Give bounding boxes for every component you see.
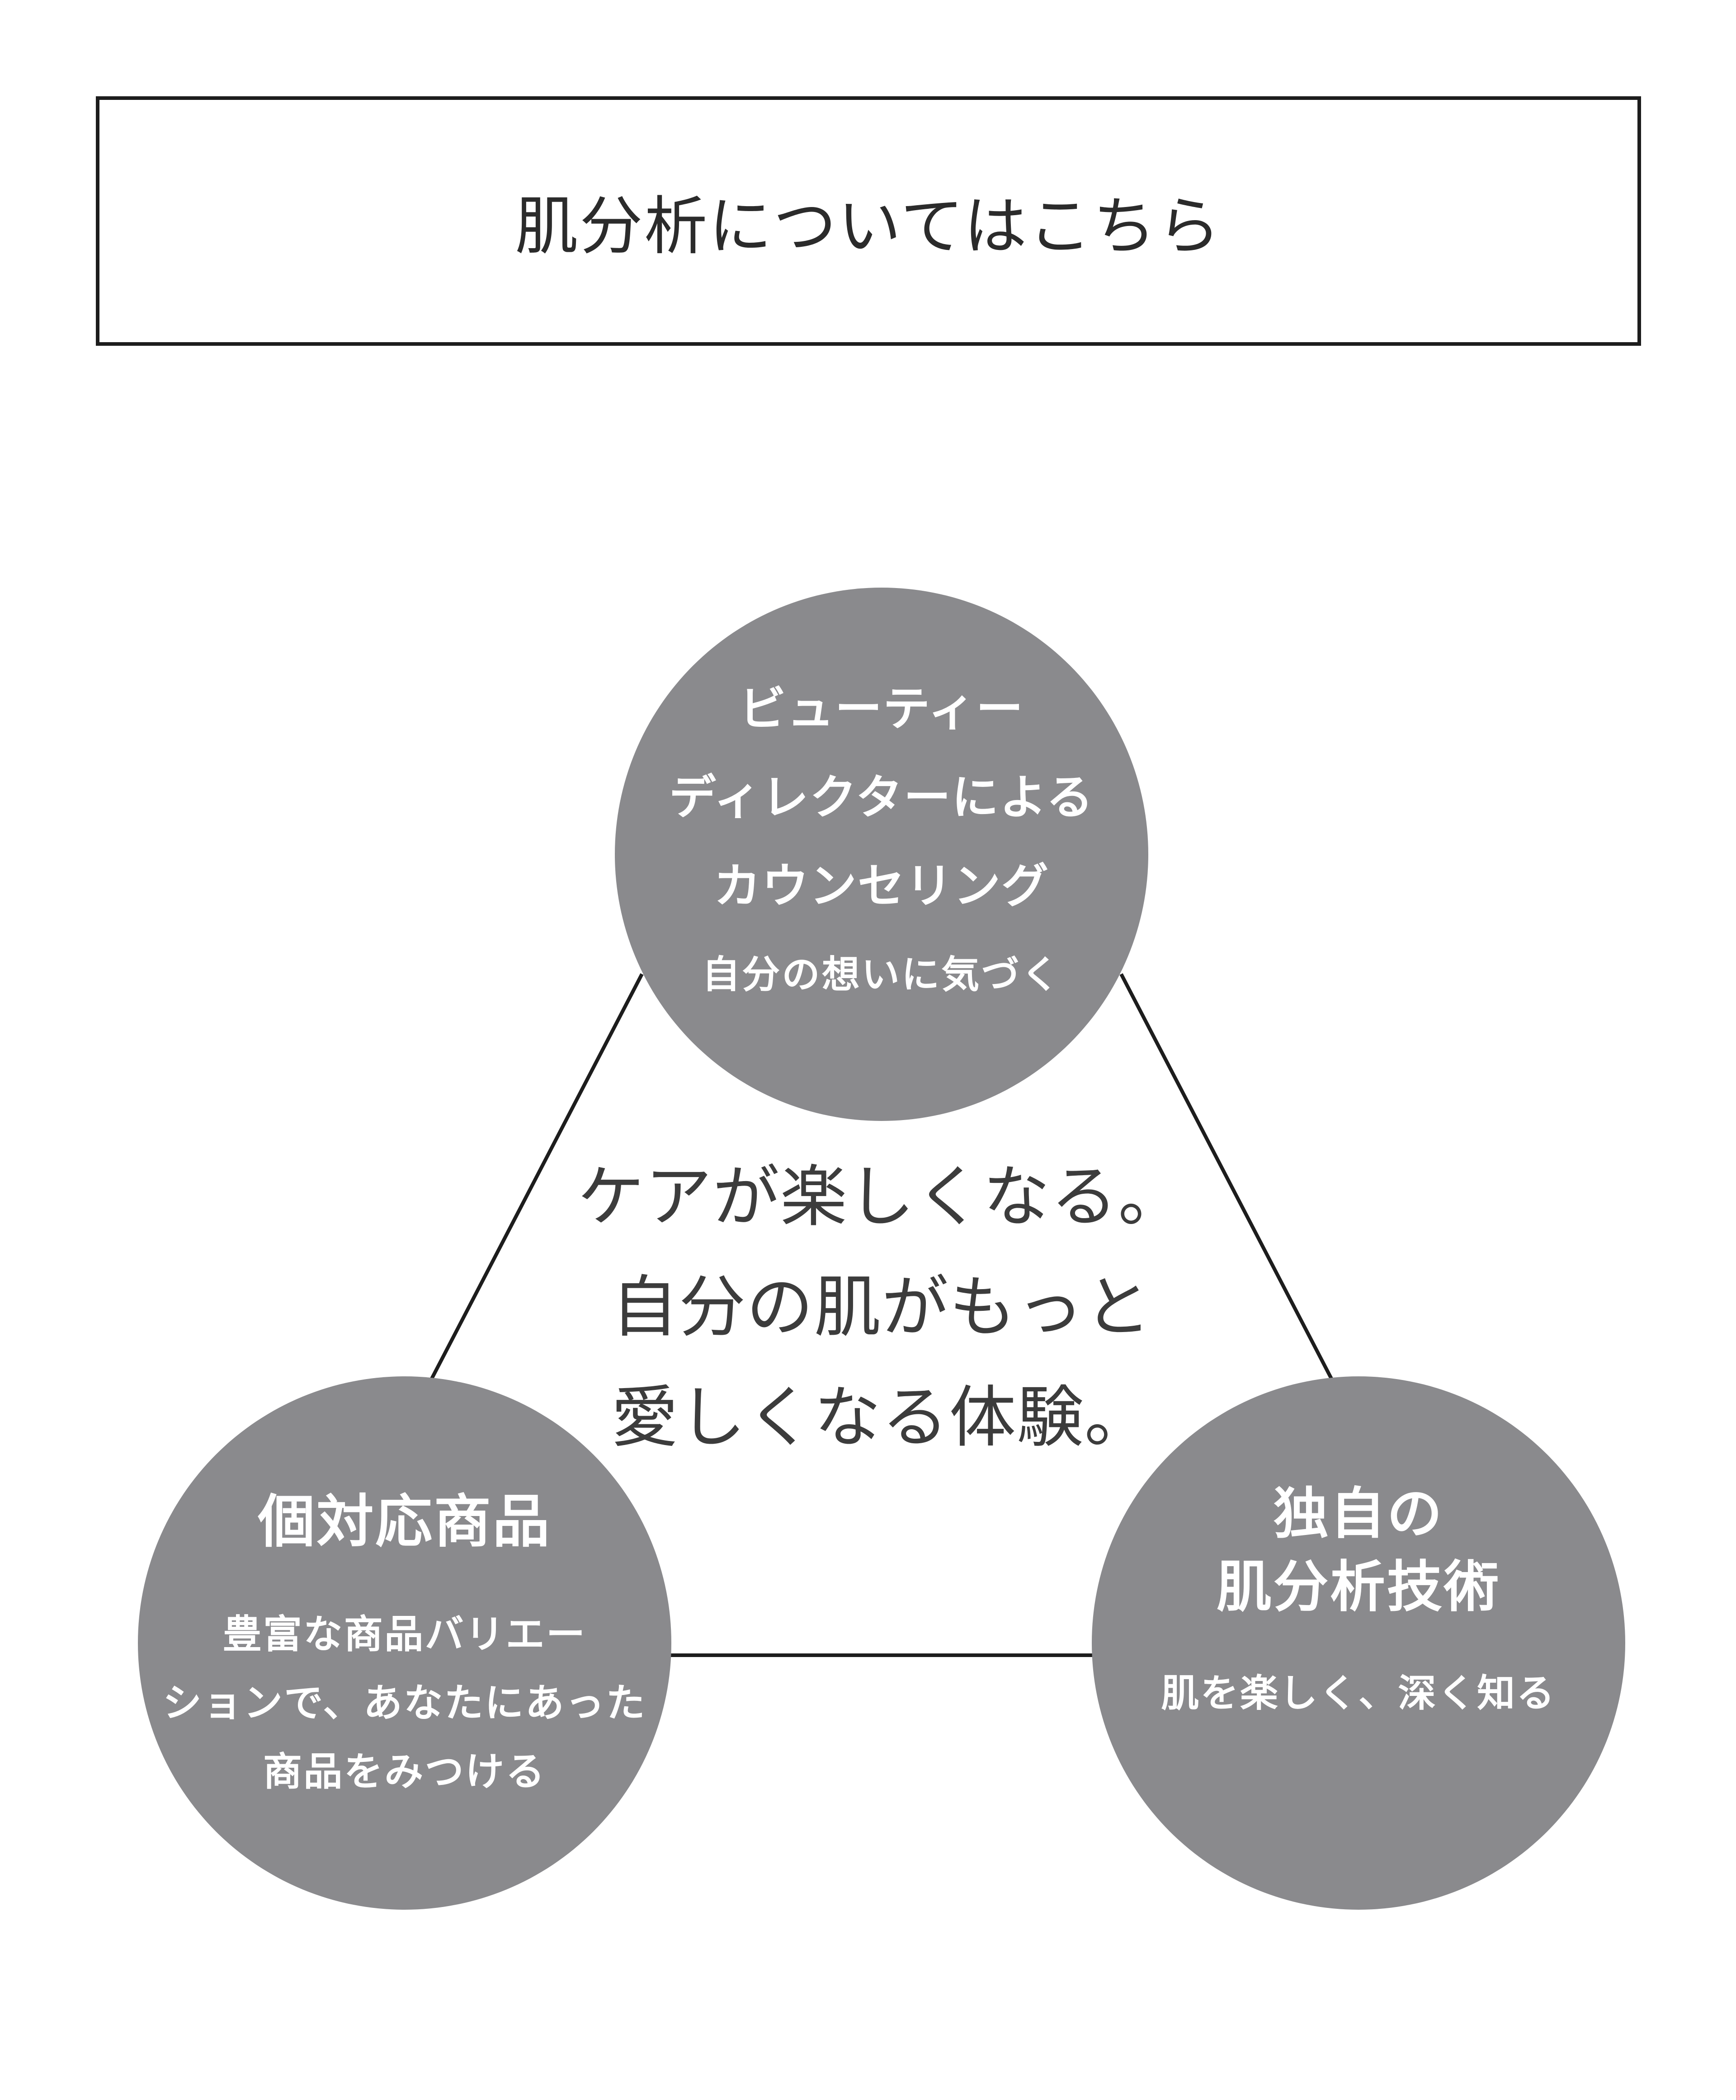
center-message-line-2: 自分の肌がもっと xyxy=(611,1270,1152,1345)
center-message-line-1: ケアが楽しくなる。 xyxy=(577,1160,1186,1234)
circle-products-subtitle: 豊富な商品バリエー ションで、あなたにあった 商品をみつける xyxy=(163,1600,646,1806)
circle-beauty-director-counseling: ビューティー ディレクターによる カウンセリング 自分の想いに気づく xyxy=(615,588,1148,1121)
circle-counseling-title-line-2: ディレクターによる xyxy=(669,771,1094,824)
circle-counseling-subtitle: 自分の想いに気づく xyxy=(702,953,1061,996)
circle-analysis-title: 独自の 肌分析技術 xyxy=(1217,1477,1500,1624)
circle-counseling-title: ビューティー ディレクターによる カウンセリング xyxy=(669,665,1094,931)
circle-products-subtitle-line-2: ションで、あなたにあった xyxy=(163,1681,646,1725)
circle-analysis-title-line-2: 肌分析技術 xyxy=(1216,1556,1501,1618)
banner-label: 肌分析についてはこちら xyxy=(515,191,1222,262)
circle-original-skin-analysis: 独自の 肌分析技術 肌を楽しく、深く知る xyxy=(1092,1376,1625,1910)
circle-personalized-products: 個対応商品 豊富な商品バリエー ションで、あなたにあった 商品をみつける xyxy=(138,1376,671,1910)
circle-products-title: 個対応商品 xyxy=(258,1490,552,1554)
circle-counseling-title-line-1: ビューティー xyxy=(739,683,1024,735)
circle-analysis-title-line-1: 独自の xyxy=(1273,1483,1444,1544)
center-message-line-3: 愛しくなる体験。 xyxy=(611,1380,1152,1455)
skin-analysis-link-banner[interactable]: 肌分析についてはこちら xyxy=(96,96,1641,346)
circle-analysis-subtitle: 肌を楽しく、深く知る xyxy=(1161,1672,1556,1714)
circle-counseling-title-line-3: カウンセリング xyxy=(713,860,1050,913)
circle-products-subtitle-line-3: 商品をみつける xyxy=(263,1750,547,1794)
center-message: ケアが楽しくなる。 自分の肌がもっと 愛しくなる体験。 xyxy=(429,1142,1334,1473)
connector-line-top-to-right xyxy=(1119,973,1333,1380)
connector-line-top-to-left xyxy=(430,973,644,1380)
circle-products-subtitle-line-1: 豊富な商品バリエー xyxy=(222,1613,587,1656)
